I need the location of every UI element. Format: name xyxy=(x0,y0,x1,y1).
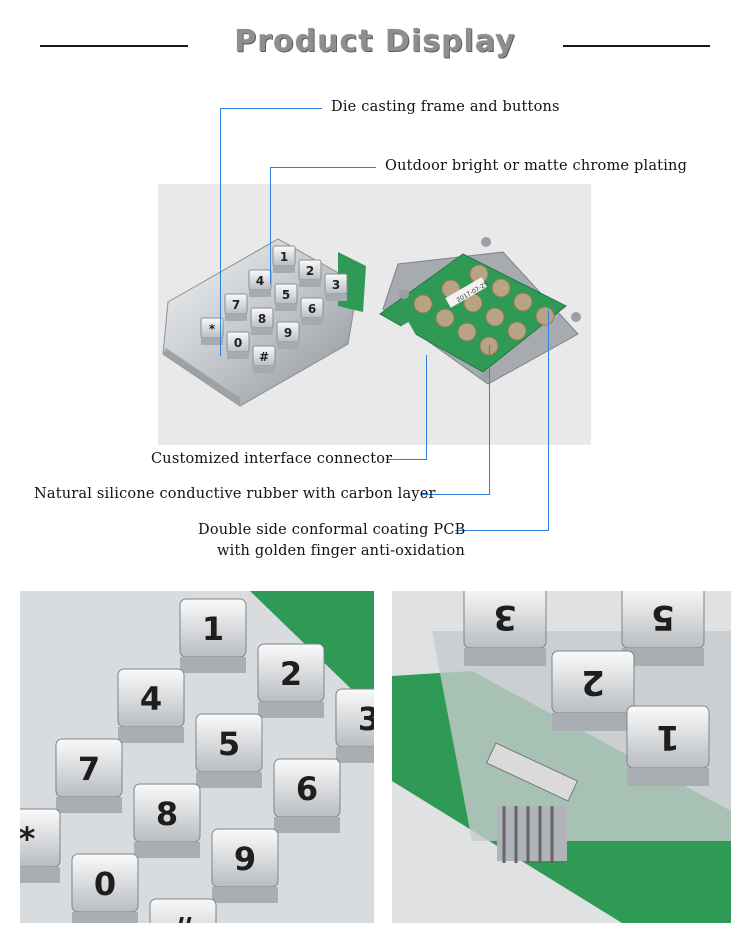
key-label: 2 xyxy=(306,264,314,278)
key-#: # xyxy=(252,345,276,373)
closeup-rotated-key-1: 1 xyxy=(626,705,710,786)
callout-chrome-plating: Outdoor bright or matte chrome plating xyxy=(385,158,688,174)
key-label: 2 xyxy=(581,662,605,702)
closeup-keys: 1 2 3 4 5 6 7 8 9 * 0 # xyxy=(20,598,374,923)
closeup-key-8: 8 xyxy=(133,783,201,858)
carbon-pad xyxy=(535,306,555,326)
key-label: 6 xyxy=(296,770,318,808)
header-rule-left xyxy=(40,45,188,47)
leader-pcb-h xyxy=(455,530,549,531)
carbon-pad xyxy=(491,278,511,298)
closeup-key-7: 7 xyxy=(55,738,123,813)
key-label: * xyxy=(20,820,36,858)
key-label: # xyxy=(170,910,197,923)
closeup-keys-rotated: 3 5 2 1 xyxy=(463,591,710,786)
product-photo-main: 1 2 3 4 5 6 7 8 9 * 0 # 2017-07-25 xyxy=(158,184,591,445)
closeup-key-5: 5 xyxy=(195,713,263,788)
key-4: 4 xyxy=(248,269,272,297)
leader-connector-h xyxy=(386,459,427,460)
key-6: 6 xyxy=(300,297,324,325)
key-label: 2 xyxy=(280,655,302,693)
leader-rubber-v xyxy=(489,345,490,495)
page-title: Product Display xyxy=(234,24,516,59)
closeup-photo-keys: 1 2 3 4 5 6 7 8 9 * 0 # xyxy=(20,591,374,923)
leader-connector-v xyxy=(426,355,427,459)
key-label: 5 xyxy=(651,597,675,637)
key-label: 0 xyxy=(94,865,116,903)
leader-rubber-h xyxy=(422,494,490,495)
key-*: * xyxy=(200,317,224,345)
key-9: 9 xyxy=(276,321,300,349)
key-label: 1 xyxy=(202,610,224,648)
carbon-pad xyxy=(457,322,477,342)
key-label: 3 xyxy=(358,700,374,738)
key-label: 8 xyxy=(156,795,178,833)
callout-interface-connector: Customized interface connector xyxy=(151,451,393,467)
key-label: 5 xyxy=(218,725,240,763)
carbon-pad xyxy=(413,294,433,314)
key-label: * xyxy=(209,322,216,336)
closeup-rotated-key-3: 3 xyxy=(463,591,547,666)
closeup-key-*: * xyxy=(20,808,61,883)
key-label: 9 xyxy=(284,326,292,340)
carbon-pad xyxy=(435,308,455,328)
closeup-key-4: 4 xyxy=(117,668,185,743)
leader-chrome-h xyxy=(270,167,376,168)
leader-chrome-v xyxy=(270,167,271,284)
key-label: 8 xyxy=(258,312,266,326)
key-label: 7 xyxy=(78,750,100,788)
key-label: 0 xyxy=(234,336,242,350)
carbon-pad xyxy=(507,321,527,341)
key-3: 3 xyxy=(324,273,348,301)
closeup-key-1: 1 xyxy=(179,598,247,673)
key-5: 5 xyxy=(274,283,298,311)
closeup-key-#: # xyxy=(149,898,217,923)
callout-die-casting: Die casting frame and buttons xyxy=(331,99,560,115)
header-rule-right xyxy=(563,45,710,47)
carbon-pad xyxy=(485,307,505,327)
key-label: 4 xyxy=(256,274,264,288)
key-label: 4 xyxy=(140,680,162,718)
closeup-key-0: 0 xyxy=(71,853,139,923)
callout-conformal-coating-line1: Double side conformal coating PCB xyxy=(198,522,466,538)
key-8: 8 xyxy=(250,307,274,335)
key-label: 7 xyxy=(232,298,240,312)
key-label: 9 xyxy=(234,840,256,878)
callout-conformal-coating-line2: with golden finger anti-oxidation xyxy=(217,543,465,559)
key-label: 3 xyxy=(332,278,340,292)
closeup-key-2: 2 xyxy=(257,643,325,718)
key-7: 7 xyxy=(224,293,248,321)
key-1: 1 xyxy=(272,245,296,273)
key-label: 6 xyxy=(308,302,316,316)
key-label: 1 xyxy=(280,250,288,264)
closeup-rotated-key-5: 5 xyxy=(621,591,705,666)
connector-pins xyxy=(485,742,579,863)
keypad-keys: 1 2 3 4 5 6 7 8 9 * 0 # xyxy=(200,245,348,373)
key-0: 0 xyxy=(226,331,250,359)
key-label: # xyxy=(259,350,269,364)
closeup-rotated-key-2: 2 xyxy=(551,650,635,731)
key-label: 5 xyxy=(282,288,290,302)
closeup-photo-connector: 3 5 2 1 xyxy=(392,591,731,923)
closeup-key-6: 6 xyxy=(273,758,341,833)
key-label: 1 xyxy=(656,717,680,757)
leader-die-casting-h xyxy=(220,108,322,109)
callout-silicone-rubber: Natural silicone conductive rubber with … xyxy=(34,486,436,502)
carbon-pad xyxy=(513,292,533,312)
closeup-key-3: 3 xyxy=(335,688,374,763)
closeup-key-9: 9 xyxy=(211,828,279,903)
carbon-pads xyxy=(413,264,555,356)
leader-pcb-v xyxy=(548,310,549,530)
pcb-back-view: 2017-07-25 xyxy=(379,237,581,385)
key-2: 2 xyxy=(298,259,322,287)
leader-die-casting-v xyxy=(220,108,221,356)
key-label: 3 xyxy=(493,597,517,637)
